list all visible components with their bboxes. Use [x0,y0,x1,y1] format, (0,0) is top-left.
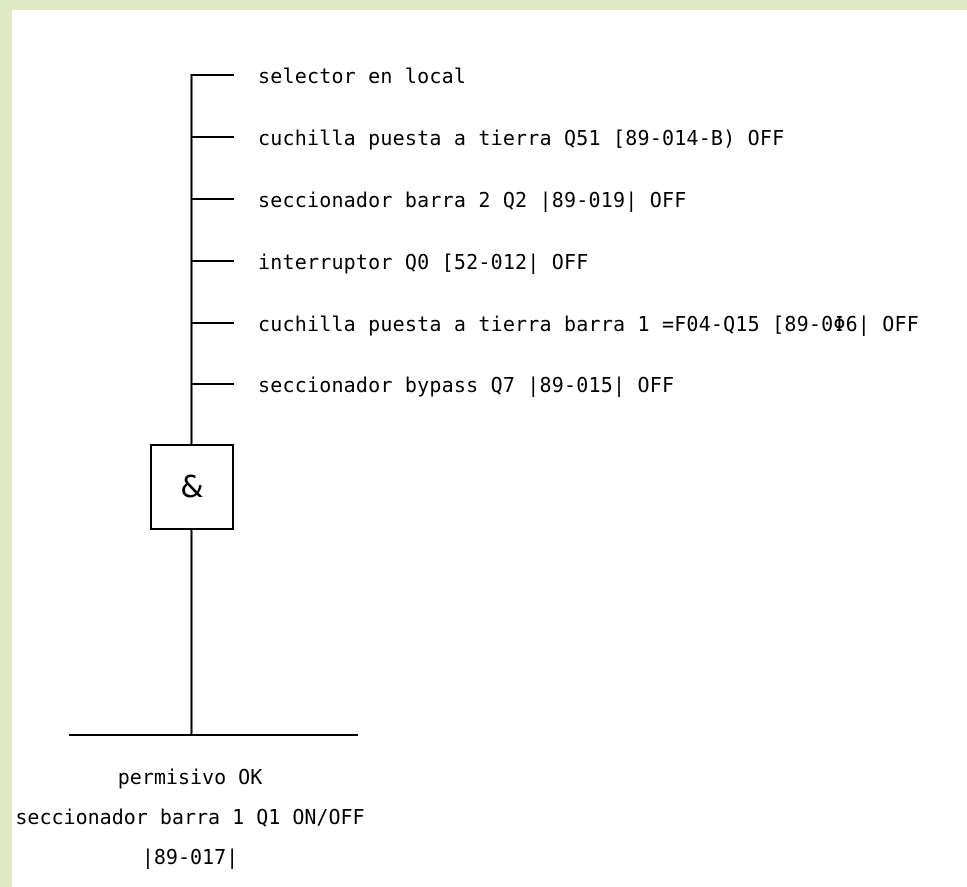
output-label-line2: seccionador barra 1 Q1 ON/OFF [15,805,365,829]
logic-diagram-lines [69,74,358,736]
output-label-line3: |89-017| [141,845,239,869]
logic-diagram-canvas: selector en local cuchilla puesta a tier… [12,10,967,887]
and-gate-symbol: & [180,469,204,505]
output-label-line1: permisivo OK [117,765,263,789]
input-label-selector-local: selector en local [258,64,467,88]
input-label-busbar1-earthing-q15: cuchilla puesta a tierra barra 1 =F04-Q1… [258,312,920,336]
input-label-busbar2-disconnector-q2: seccionador barra 2 Q2 |89-019| OFF [258,188,687,212]
input-label-breaker-q0: interruptor Q0 [52-012| OFF [258,250,589,274]
input-label-earthing-switch-q51: cuchilla puesta a tierra Q51 [89-014-B) … [258,126,785,150]
input-label-bypass-disconnector-q7: seccionador bypass Q7 |89-015| OFF [258,373,675,397]
